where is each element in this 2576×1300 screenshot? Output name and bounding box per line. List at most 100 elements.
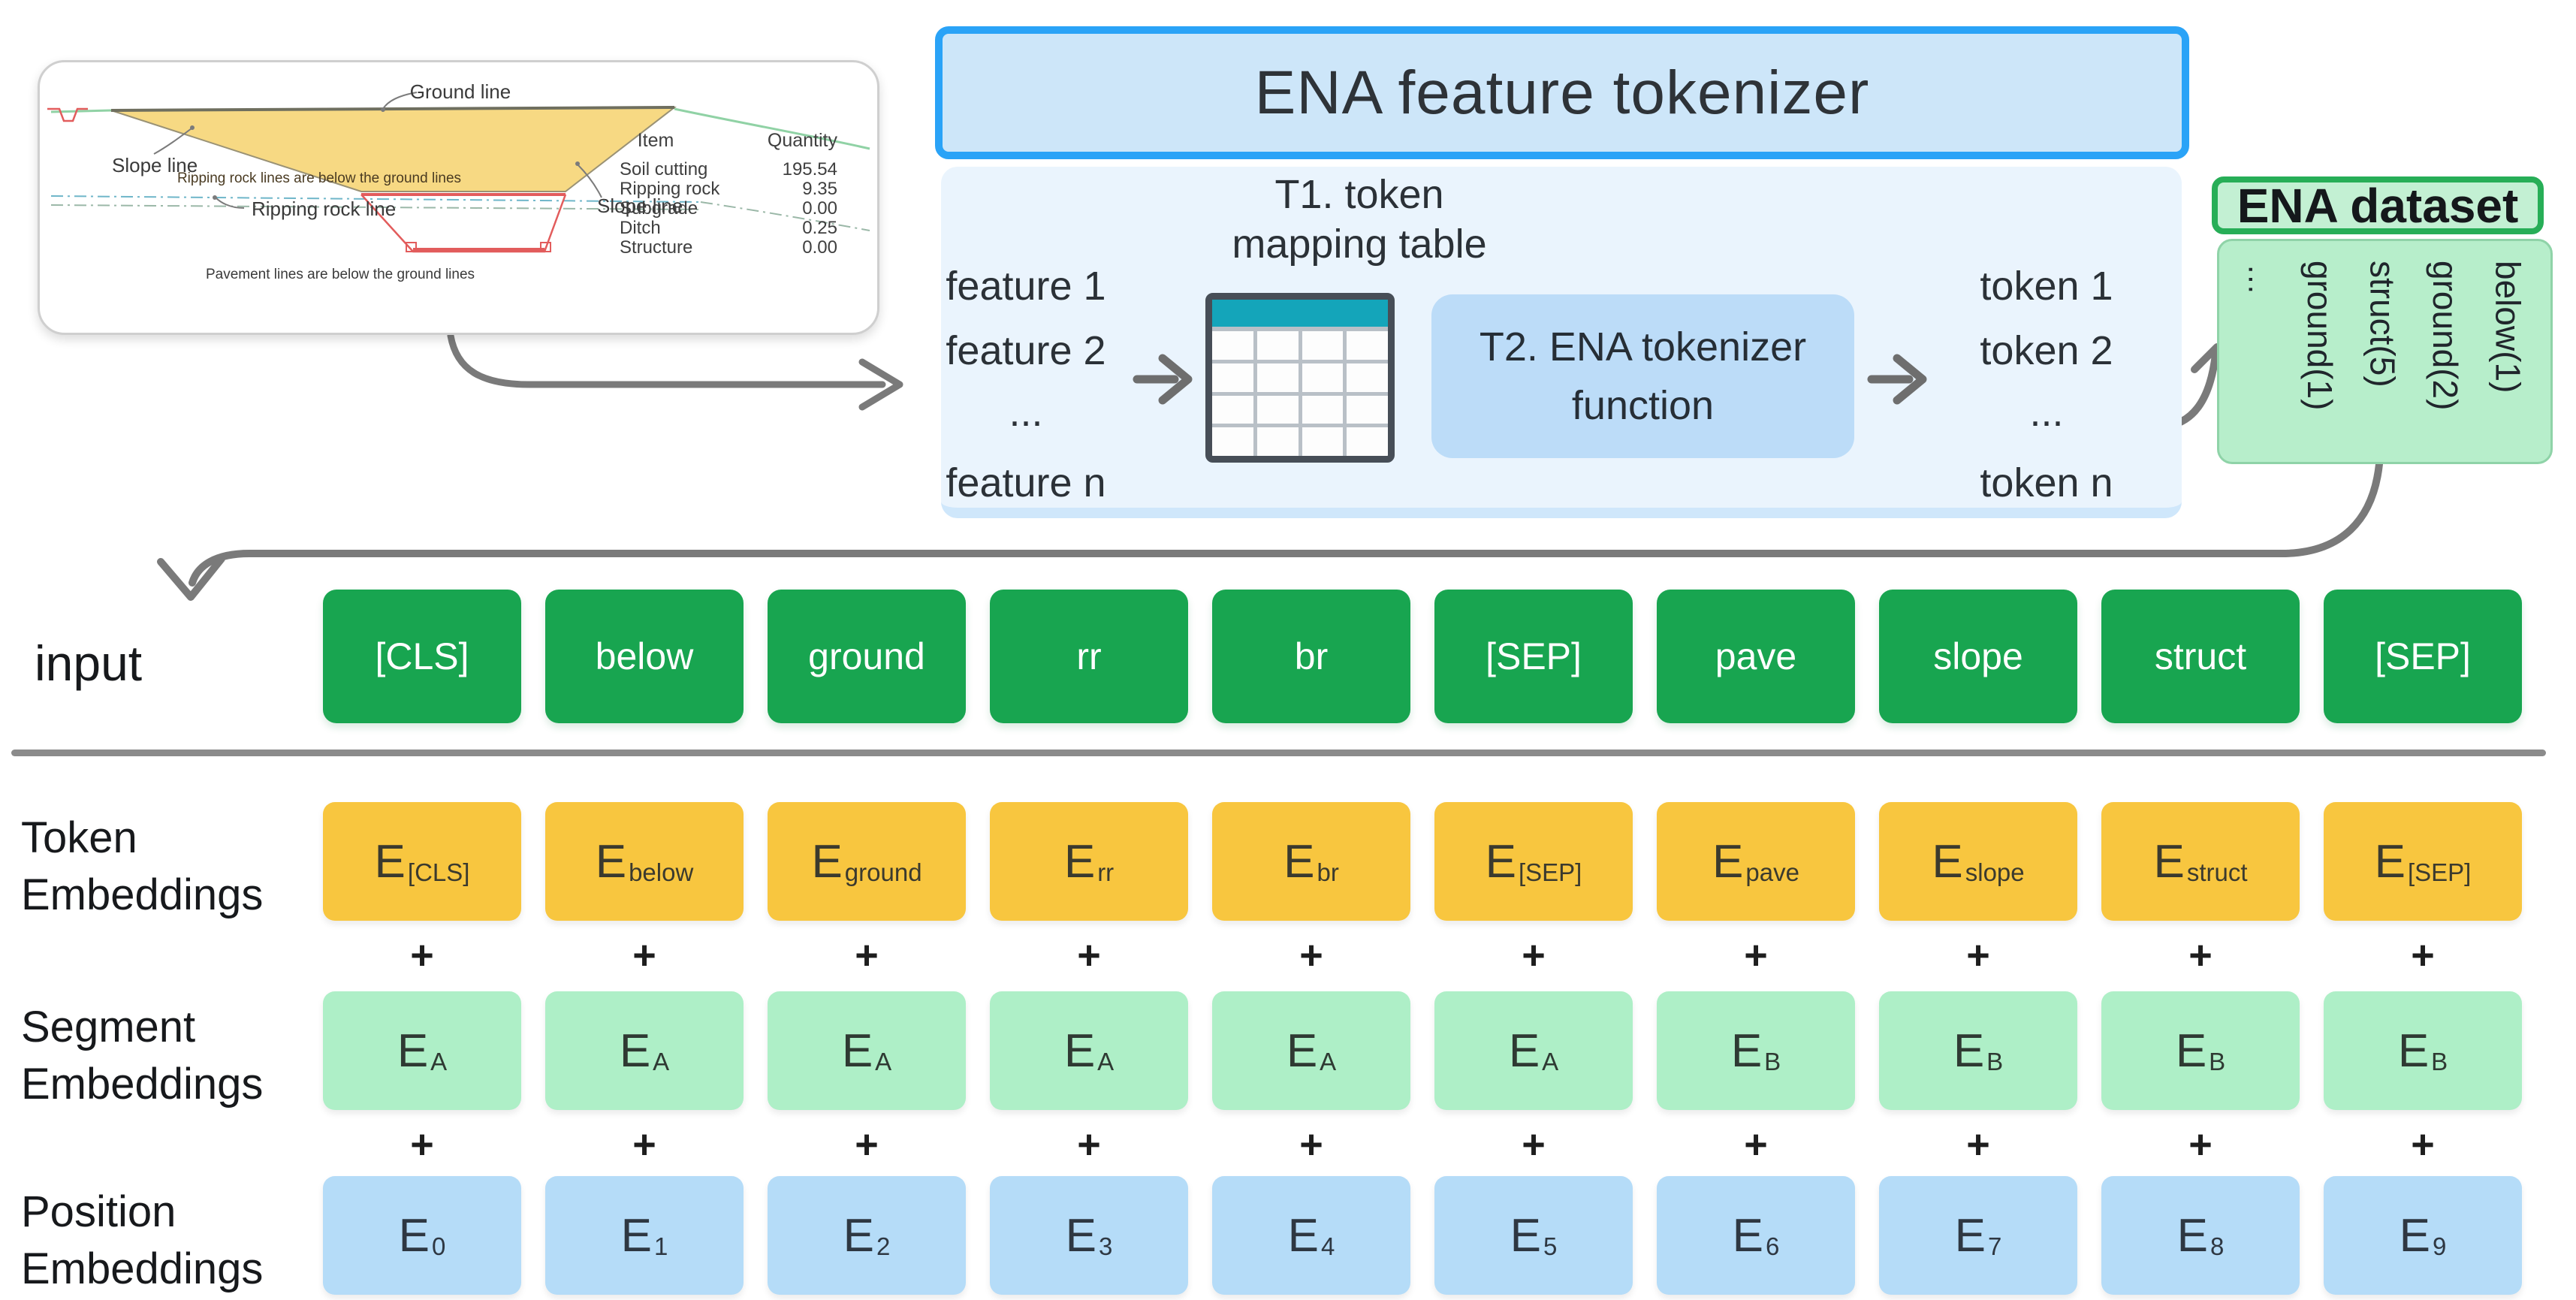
embedding-subscript: [SEP] — [1518, 858, 1582, 886]
embedding-subscript: 7 — [1988, 1232, 2002, 1260]
embedding-subscript: A — [430, 1048, 448, 1075]
plus-sign: + — [632, 1122, 656, 1167]
label-line: Embeddings — [21, 1060, 264, 1108]
feature-ellipsis: ... — [1009, 390, 1043, 435]
embedding-subscript: A — [875, 1048, 892, 1075]
plus-sign: + — [1966, 1122, 1990, 1167]
embedding-symbol: E — [2397, 1024, 2430, 1077]
input-token: slope — [1879, 590, 2077, 723]
embedding-symbol: E — [1932, 835, 1963, 888]
token-embedding-box: E[SEP] — [2324, 802, 2522, 921]
embedding-symbol: E — [1732, 1209, 1763, 1262]
token-item: token 2 — [1980, 328, 2113, 373]
engineering-drawing-card: Ground line Slope line Ripping rock line… — [38, 60, 879, 335]
plus-sign: + — [2411, 933, 2435, 978]
qty-table-col-item: Item — [638, 130, 674, 151]
leader-dot-2 — [190, 125, 195, 130]
leader-slope-left — [153, 128, 192, 155]
input-token: pave — [1657, 590, 1855, 723]
embedding-subscript: struct — [2186, 858, 2248, 886]
embedding-subscript: ground — [844, 858, 922, 886]
embedding-symbol: E — [374, 835, 406, 888]
feature-item: feature 1 — [946, 264, 1106, 309]
input-token: struct — [2101, 590, 2300, 723]
label-line: Token — [21, 813, 137, 862]
input-row-label: input — [35, 635, 143, 691]
ripping-note-label: Ripping rock lines are below the ground … — [177, 170, 461, 186]
token-embeddings-label: Token Embeddings — [21, 810, 263, 924]
token-item: token n — [1980, 460, 2113, 505]
plus-sign: + — [1077, 1122, 1101, 1167]
embedding-subscript: B — [2431, 1048, 2448, 1075]
input-token: ground — [768, 590, 966, 723]
qty-row-item: Soil cutting — [620, 159, 707, 179]
slope-line-left-label: Slope line — [112, 154, 198, 176]
embedding-subscript: A — [653, 1048, 670, 1075]
input-token: br — [1212, 590, 1410, 723]
dataset-entry: ground(1) — [2300, 261, 2339, 411]
qty-row-item: Structure — [620, 237, 692, 258]
embedding-subscript: 1 — [654, 1232, 668, 1260]
token-item: token 1 — [1980, 264, 2113, 309]
embedding-subscript: [SEP] — [2407, 858, 2472, 886]
qty-row-value: 0.00 — [802, 198, 837, 219]
embedding-subscript: [CLS] — [407, 858, 470, 886]
embedding-subscript: 2 — [876, 1232, 891, 1260]
t1-label-line2: mapping table — [1232, 222, 1487, 267]
dataset-header: ENA dataset — [2212, 176, 2544, 234]
leader-dot-3 — [213, 195, 217, 200]
qty-row-value: 0.00 — [802, 237, 837, 258]
t2-function-box: T2. ENA tokenizer function — [1431, 294, 1854, 458]
embedding-subscript: pave — [1745, 858, 1799, 886]
embedding-symbol: E — [1063, 835, 1096, 888]
embedding-symbol: E — [811, 835, 843, 888]
embedding-subscript: 6 — [1766, 1232, 1780, 1260]
embedding-subscript: rr — [1097, 858, 1115, 886]
qty-row-item: Ripping rock — [620, 179, 720, 199]
embedding-symbol: E — [398, 1209, 430, 1262]
embedding-symbol: E — [1287, 1209, 1319, 1262]
embedding-subscript: 0 — [432, 1232, 446, 1260]
leader-dot-1 — [381, 107, 385, 112]
input-token: below — [545, 590, 744, 723]
embedding-symbol: E — [1510, 1209, 1541, 1262]
label-line: Position — [21, 1187, 176, 1236]
dataset-entry: struct(5) — [2363, 261, 2403, 388]
segment-embeddings-label: Segment Embeddings — [21, 999, 263, 1113]
plus-sign: + — [1299, 1122, 1323, 1167]
input-token: rr — [990, 590, 1188, 723]
plus-sign: + — [855, 1122, 879, 1167]
leader-dot-4 — [575, 161, 580, 166]
right-arrow-icon — [1133, 354, 1193, 405]
subgrade-dashline-1 — [50, 195, 701, 203]
dataset-body: … ground(1) struct(5) ground(2) below(1) — [2217, 239, 2553, 464]
embedding-symbol: E — [1065, 1209, 1096, 1262]
plus-sign: + — [1299, 933, 1323, 978]
embedding-symbol: E — [620, 1209, 652, 1262]
label-line: Embeddings — [21, 1244, 264, 1293]
label-line: Segment — [21, 1003, 196, 1051]
embedding-symbol: E — [1954, 1209, 1986, 1262]
plus-sign: + — [410, 933, 434, 978]
token-ellipsis: ... — [2029, 390, 2064, 435]
embedding-subscript: B — [2209, 1048, 2226, 1075]
label-line: Embeddings — [21, 870, 264, 919]
plus-row: ++++++++++ — [323, 1122, 2522, 1167]
embedding-subscript: B — [1764, 1048, 1781, 1075]
